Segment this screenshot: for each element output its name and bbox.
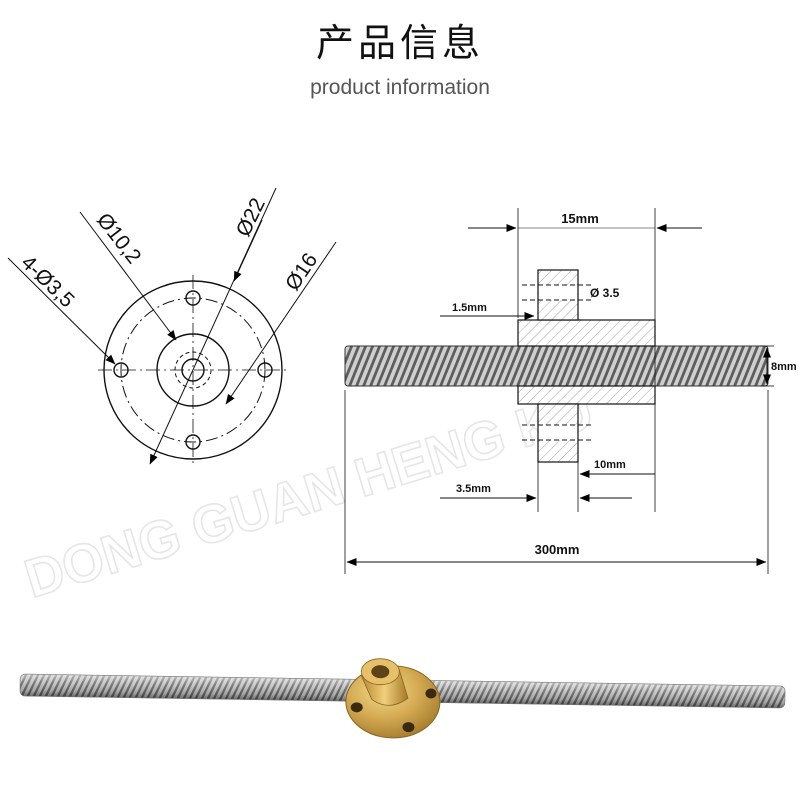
leader-outer-diameter bbox=[149, 187, 277, 465]
label-flange-offset: 1.5mm bbox=[452, 302, 487, 314]
label-outer-diameter: Ø22 bbox=[232, 194, 270, 240]
nut-hub-top bbox=[517, 319, 656, 347]
label-mount-holes: 4-Ø3,5 bbox=[17, 251, 79, 312]
label-nut-length: 15mm bbox=[561, 211, 599, 226]
photo-nut-flange-hole-2 bbox=[402, 722, 415, 733]
photo-nut-flange-hole-3 bbox=[425, 688, 437, 699]
lead-screw-with-brass-nut-photo bbox=[19, 658, 786, 739]
leader-mount-holes bbox=[7, 257, 116, 365]
page-subtitle: product information bbox=[310, 76, 490, 99]
nut-hub-bottom bbox=[517, 385, 656, 405]
label-rod-diameter: 8mm bbox=[771, 361, 797, 373]
label-hole-diameter: Ø 3.5 bbox=[590, 286, 620, 300]
nut-section bbox=[517, 269, 656, 463]
photo-nut-bore bbox=[371, 665, 390, 679]
flange-front-view bbox=[7, 187, 337, 465]
watermark-text: DONG GUAN HENG KU bbox=[18, 380, 600, 610]
lead-screw-rod bbox=[344, 345, 769, 387]
label-rod-length: 300mm bbox=[535, 542, 580, 557]
page-title: 产品信息 bbox=[315, 21, 484, 65]
leader-outer-diameter-arrow bbox=[233, 219, 263, 282]
photo-brass-nut bbox=[345, 658, 441, 739]
label-flange-thickness: 3.5mm bbox=[456, 483, 491, 495]
bolt-circle bbox=[120, 297, 266, 443]
leader-bolt-circle bbox=[225, 241, 337, 405]
flange-hole-top bbox=[539, 285, 577, 300]
photo-nut-flange-hole-1 bbox=[350, 702, 363, 713]
leader-hub-diameter bbox=[79, 211, 177, 341]
flange-hole-bottom bbox=[539, 425, 577, 440]
screw-side-view bbox=[344, 208, 774, 574]
label-hub-length: 10mm bbox=[594, 459, 626, 471]
